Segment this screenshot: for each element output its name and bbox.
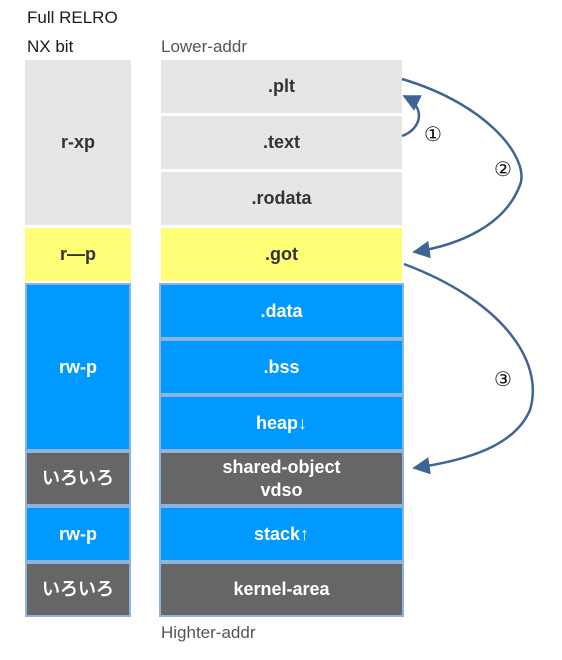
section-heap: heap↓ bbox=[159, 395, 404, 451]
section-got: .got bbox=[161, 228, 402, 281]
lower-addr-label: Lower-addr bbox=[161, 37, 247, 56]
section-stack: stack↑ bbox=[159, 506, 404, 562]
arrow-text-to-plt bbox=[401, 94, 423, 138]
perm-rwp-data: rw-p bbox=[25, 283, 131, 451]
section-label: .got bbox=[265, 244, 298, 264]
section-label: stack↑ bbox=[253, 523, 310, 544]
relro-label: Full RELRO bbox=[27, 8, 118, 27]
perm-label: rw-p bbox=[59, 523, 97, 544]
section-label: .plt bbox=[268, 76, 295, 96]
section-label: .text bbox=[262, 132, 300, 152]
perm-label: rw-p bbox=[59, 356, 97, 377]
section-text: .text bbox=[161, 116, 402, 169]
arrow-got-to-shared-object bbox=[403, 262, 535, 475]
section-label-secondary: vdso bbox=[260, 479, 303, 500]
section-label: .rodata bbox=[251, 188, 312, 208]
section-bss: .bss bbox=[159, 339, 404, 395]
perm-label: r—p bbox=[60, 244, 96, 264]
perm-label: r-xp bbox=[60, 132, 95, 152]
perm-misc-kernel: いろいろ bbox=[25, 562, 131, 617]
section-label: .bss bbox=[263, 356, 300, 377]
section-label: .data bbox=[260, 300, 303, 321]
section-rodata: .rodata bbox=[161, 172, 402, 225]
perm-rp: r—p bbox=[25, 228, 131, 281]
section-kernel-area: kernel-area bbox=[159, 562, 404, 617]
section-label: shared-object bbox=[222, 456, 341, 477]
perm-rxp: r-xp bbox=[25, 60, 131, 225]
section-label: heap↓ bbox=[255, 412, 307, 433]
higher-addr-label: Highter-addr bbox=[161, 623, 256, 642]
arrow-plt-to-got bbox=[401, 77, 523, 259]
perm-misc-shared: いろいろ bbox=[25, 451, 131, 506]
perm-label: いろいろ bbox=[42, 579, 114, 599]
perm-label: いろいろ bbox=[42, 468, 114, 488]
section-data: .data bbox=[159, 283, 404, 339]
section-plt: .plt bbox=[161, 60, 402, 113]
perm-rwp-stack: rw-p bbox=[25, 506, 131, 562]
section-label: kernel-area bbox=[233, 579, 330, 599]
arrow-label-2: ② bbox=[494, 159, 512, 181]
arrow-label-3: ③ bbox=[494, 369, 512, 391]
nx-bit-label: NX bit bbox=[27, 37, 74, 56]
arrow-label-1: ① bbox=[424, 124, 442, 146]
